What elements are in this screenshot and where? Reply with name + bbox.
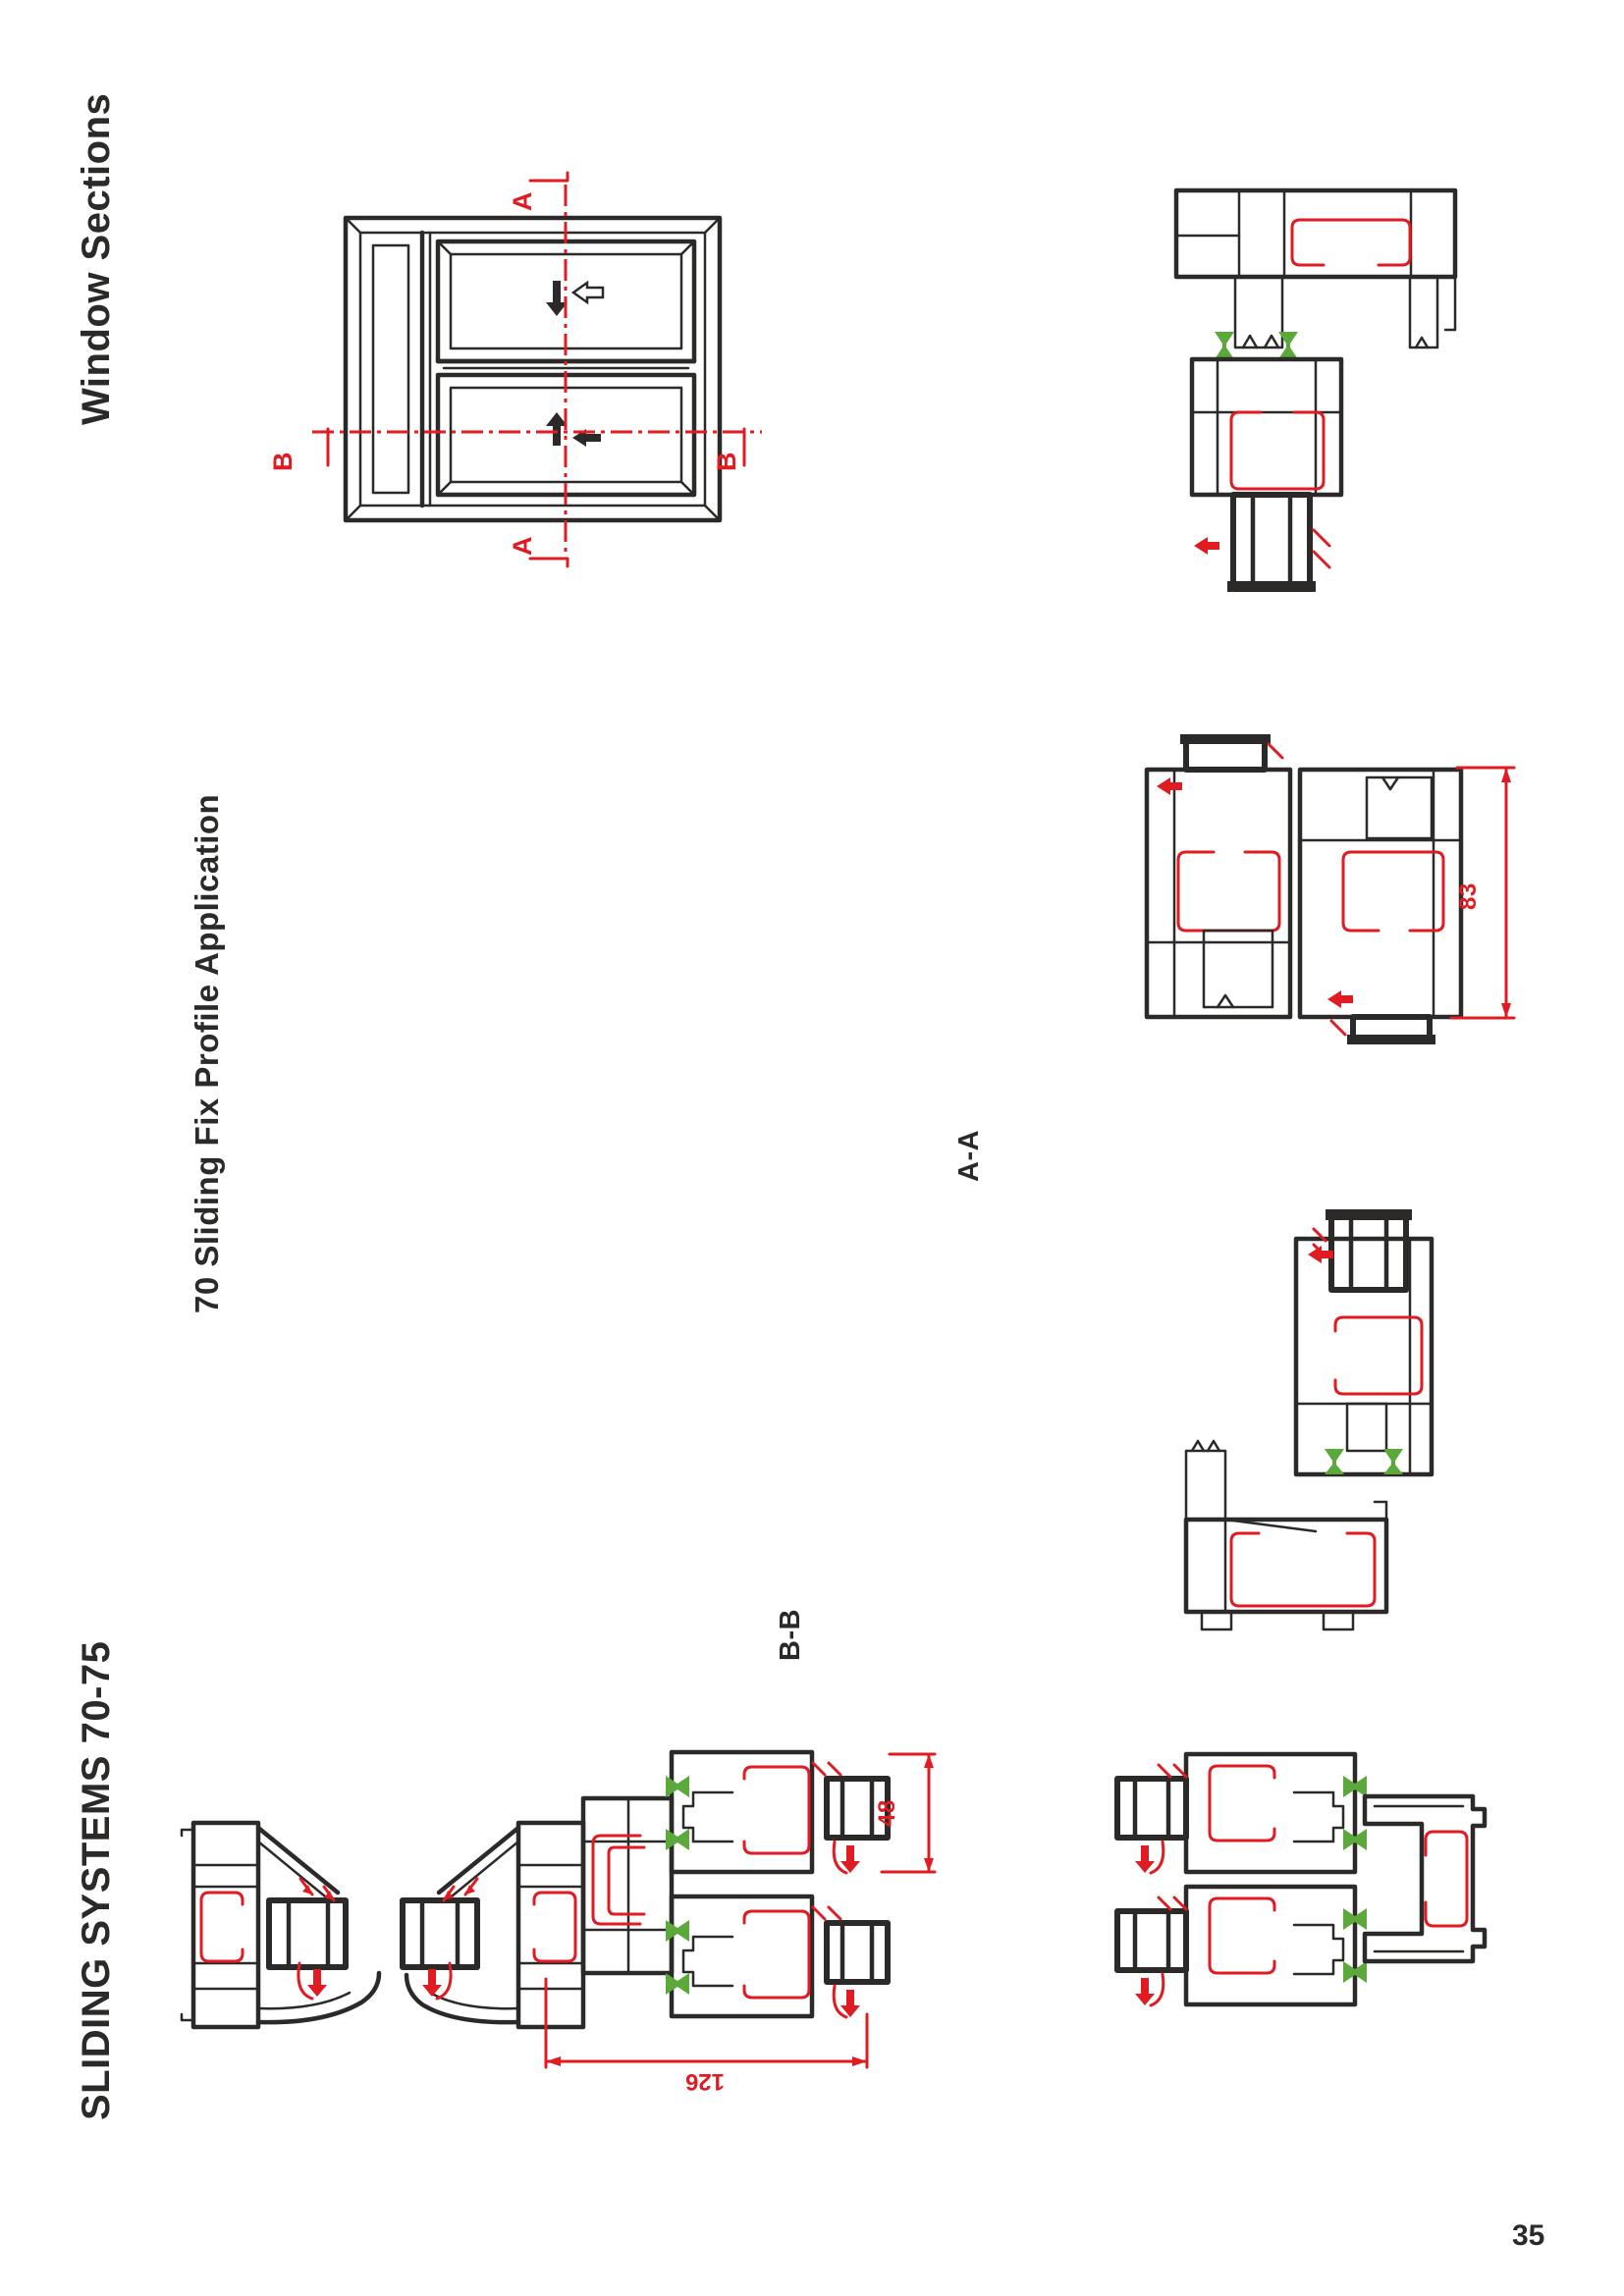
steel-reinforcement (1229, 410, 1326, 491)
dimension-126-lines (544, 1977, 869, 2069)
gasket-arrow-icon (1157, 777, 1182, 795)
dimension-48-label: 48 (874, 1799, 900, 1827)
steel-reinforcement (607, 1845, 646, 1916)
steel-reinforcement (742, 1765, 811, 1855)
gasket-icon (666, 1776, 689, 1797)
fixed-panel (371, 243, 410, 495)
glazing-unit (1227, 492, 1316, 592)
steel-reinforcement (532, 1891, 577, 1963)
section-aa-head-drawing (1173, 187, 1458, 592)
steel-reinforcement (1176, 850, 1281, 933)
bottom-sash-plan (666, 1894, 891, 2019)
glazing-unit (266, 1897, 349, 1970)
steel-reinforcement (742, 1909, 811, 2000)
drainage-arrow-icon (1135, 1840, 1165, 1875)
glazing-unit (1347, 1014, 1435, 1044)
slide-direction-arrow-down-icon (546, 280, 605, 316)
gasket-arrow-icon (1194, 537, 1219, 555)
glazing-unit (1326, 1209, 1412, 1293)
cut-marker-a-bottom: A (508, 536, 537, 556)
steel-reinforcement (1424, 1830, 1469, 1928)
glazing-unit (1114, 1776, 1189, 1841)
section-aa-sill-drawing (1183, 1209, 1435, 1631)
plan-fix-frame-left-drawing (180, 1820, 382, 2030)
gasket-arrow-icon (465, 1885, 475, 1895)
plan-central-assembly-drawing (400, 1749, 937, 2069)
steel-reinforcement (1290, 218, 1412, 267)
application-title: 70 Sliding Fix Profile Application (189, 793, 225, 1313)
page-number: 35 (1512, 2219, 1545, 2252)
steel-reinforcement (1208, 1764, 1276, 1842)
series-title: SLIDING SYSTEMS 70-75 (75, 1640, 118, 2120)
gasket-arrow-icon (1308, 1246, 1333, 1263)
dimension-83-label: 83 (1455, 882, 1482, 910)
gasket-icon (1343, 1829, 1367, 1850)
plan-jamb-assembly-drawing (1114, 1751, 1488, 2007)
steel-reinforcement (591, 1834, 642, 1926)
dimension-126-label: 126 (684, 2068, 726, 2095)
section-aa-interlock-drawing (1144, 734, 1516, 1044)
section-cut-line-b (312, 427, 762, 467)
gasket-arrow-icon (302, 1885, 312, 1895)
gasket-icon (1383, 1449, 1403, 1474)
glazing-unit (400, 1897, 480, 1970)
glazing-unit (1180, 734, 1271, 773)
gasket-arrow-icon (1327, 990, 1353, 1008)
gasket-arrow-icon (324, 1891, 334, 1900)
steel-reinforcement (1341, 850, 1445, 933)
cut-marker-b-left: B (268, 452, 298, 471)
gasket-arrow-icon (444, 1891, 454, 1900)
dimension-83-lines (1449, 766, 1516, 1020)
steel-reinforcement (1208, 1896, 1276, 1975)
gasket-icon (1325, 1449, 1344, 1474)
slide-direction-arrow-up-icon (546, 412, 601, 447)
drainage-arrow-icon (832, 1984, 860, 2019)
gasket-icon (1215, 332, 1234, 359)
section-cut-line-a (528, 171, 569, 568)
gasket-icon (1343, 1908, 1367, 1930)
cut-marker-a-top: A (508, 191, 537, 211)
drainage-arrow-icon (832, 1840, 860, 1875)
drainage-arrow-icon (1135, 1972, 1165, 2007)
gasket-icon (666, 1829, 689, 1850)
steel-reinforcement (199, 1891, 244, 1963)
gasket-icon (666, 1973, 689, 1995)
page-title: Window Sections (75, 92, 118, 425)
steel-reinforcement (1333, 1315, 1424, 1396)
top-sash-plan (666, 1749, 891, 1875)
dimension-48-lines (880, 1752, 937, 1874)
gasket-icon (666, 1920, 689, 1942)
cut-marker-b-right: B (712, 452, 741, 471)
drainage-arrow-icon (422, 1961, 453, 2001)
section-label-bb: B-B (775, 1608, 806, 1661)
gasket-icon (1278, 332, 1298, 359)
gasket-icon (1343, 1961, 1367, 1983)
glazing-unit (824, 1776, 891, 1841)
section-label-aa: A-A (953, 1129, 985, 1182)
gasket-icon (1343, 1776, 1367, 1797)
window-elevation-diagram (312, 171, 762, 568)
drainage-arrow-icon (297, 1961, 327, 2001)
glazing-unit (824, 1920, 891, 1985)
glazing-unit (1114, 1908, 1189, 1973)
steel-reinforcement (1229, 1531, 1377, 1608)
